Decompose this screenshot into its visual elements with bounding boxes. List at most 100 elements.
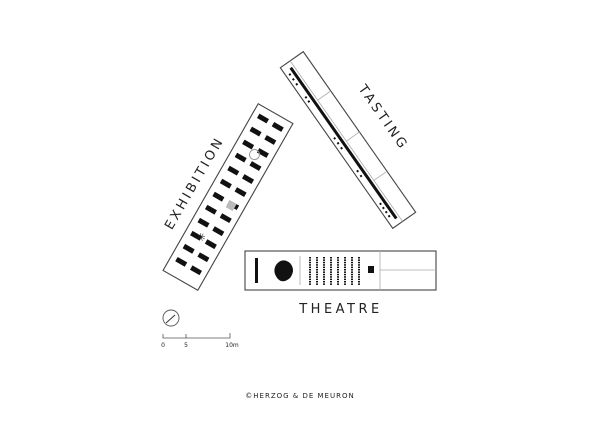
theatre-seat bbox=[344, 273, 346, 276]
theatre-seat bbox=[309, 278, 311, 281]
tasting-stool bbox=[288, 73, 292, 76]
compass-icon bbox=[162, 309, 180, 327]
tasting-stool bbox=[387, 214, 391, 218]
theatre-seat bbox=[337, 261, 339, 264]
exhibition-table bbox=[219, 213, 232, 224]
theatre-seat bbox=[351, 278, 353, 281]
theatre-seats bbox=[309, 257, 360, 285]
theatre-outline bbox=[244, 250, 437, 291]
theatre-label: THEATRE bbox=[298, 302, 383, 317]
theatre-seat bbox=[316, 271, 318, 273]
tasting-stool bbox=[356, 169, 359, 173]
theatre-seat bbox=[337, 259, 339, 261]
theatre-seat bbox=[344, 283, 346, 285]
exhibition-table bbox=[219, 178, 232, 189]
tasting-partition bbox=[373, 170, 388, 181]
scale-label-0: 0 bbox=[161, 342, 165, 349]
theatre-seat bbox=[330, 278, 332, 281]
theatre-seat bbox=[330, 269, 332, 271]
theatre-seat bbox=[323, 281, 325, 283]
theatre-seat bbox=[351, 271, 353, 273]
tasting-stool bbox=[382, 206, 385, 210]
theatre-seat bbox=[309, 266, 311, 269]
exhibition-table bbox=[175, 256, 188, 267]
theatre-seat bbox=[316, 276, 318, 278]
theatre-seat bbox=[351, 257, 353, 259]
credit-text: ©HERZOG & DE MEURON bbox=[245, 392, 354, 400]
exhibition-table bbox=[234, 152, 247, 163]
theatre-seat bbox=[330, 271, 332, 273]
theatre-seat bbox=[344, 266, 346, 269]
theatre-seat bbox=[323, 264, 325, 266]
exhibition-table bbox=[197, 252, 210, 263]
exhibition-table bbox=[204, 239, 217, 250]
theatre-seat bbox=[358, 281, 360, 283]
theatre-seat bbox=[323, 273, 325, 276]
sculpture-icon bbox=[249, 149, 261, 161]
exhibition-table bbox=[256, 113, 269, 124]
theatre-seat bbox=[309, 257, 311, 259]
theatre-seat bbox=[351, 276, 353, 278]
theatre-seat bbox=[351, 264, 353, 266]
theatre-seat bbox=[351, 281, 353, 283]
theatre-seat bbox=[316, 283, 318, 285]
exhibition-table bbox=[212, 191, 225, 202]
theatre-screen bbox=[255, 258, 258, 283]
theatre-seat bbox=[309, 261, 311, 264]
exhibition-table bbox=[242, 174, 255, 184]
theatre-seat bbox=[330, 259, 332, 261]
exhibition-table bbox=[264, 135, 277, 145]
theatre-seat bbox=[309, 271, 311, 273]
theatre-seat bbox=[323, 261, 325, 264]
theatre-seat bbox=[351, 261, 353, 264]
grid-display-icon bbox=[225, 200, 237, 212]
theatre-seat bbox=[316, 269, 318, 271]
theatre-seat bbox=[337, 278, 339, 281]
theatre-seat bbox=[337, 276, 339, 278]
theatre-seat bbox=[323, 259, 325, 261]
theatre-seat bbox=[358, 264, 360, 266]
theatre-seat bbox=[358, 278, 360, 281]
theatre-seat bbox=[309, 283, 311, 285]
theatre-seat bbox=[337, 264, 339, 266]
tasting-stool bbox=[307, 100, 311, 103]
theatre-stage-blob bbox=[274, 260, 293, 282]
theatre-seat bbox=[344, 257, 346, 259]
exhibition-room: ✳ bbox=[162, 102, 294, 292]
tasting-stool bbox=[333, 136, 337, 140]
theatre-seat bbox=[358, 257, 360, 259]
theatre-seat bbox=[316, 273, 318, 276]
theatre-seat bbox=[309, 264, 311, 266]
theatre-seat bbox=[309, 273, 311, 276]
exhibition-table bbox=[190, 230, 203, 241]
theatre-seat bbox=[344, 264, 346, 266]
theatre-seat bbox=[330, 261, 332, 264]
theatre-seat bbox=[344, 259, 346, 261]
theatre-seat bbox=[309, 281, 311, 283]
theatre-seat bbox=[316, 266, 318, 269]
theatre-seat bbox=[330, 257, 332, 259]
theatre-seat bbox=[358, 273, 360, 276]
theatre-seat bbox=[358, 271, 360, 273]
theatre-seat bbox=[323, 271, 325, 273]
scale-label-10m: 10m bbox=[225, 342, 239, 349]
theatre-seat bbox=[316, 257, 318, 259]
theatre-seat bbox=[358, 283, 360, 285]
theatre-seat bbox=[330, 276, 332, 278]
theatre-seat bbox=[344, 278, 346, 281]
tasting-divider bbox=[289, 60, 403, 222]
theatre-room bbox=[244, 250, 437, 291]
tasting-stools bbox=[288, 73, 391, 218]
theatre-seat bbox=[316, 259, 318, 261]
exhibition-tables bbox=[175, 113, 284, 276]
exhibition-table bbox=[182, 243, 195, 254]
exhibition-table bbox=[249, 126, 262, 137]
theatre-seat bbox=[337, 257, 339, 259]
theatre-seat bbox=[330, 273, 332, 276]
theatre-seat bbox=[316, 264, 318, 266]
exhibition-table bbox=[227, 165, 240, 176]
theatre-seat bbox=[344, 261, 346, 264]
theatre-seat bbox=[337, 266, 339, 269]
